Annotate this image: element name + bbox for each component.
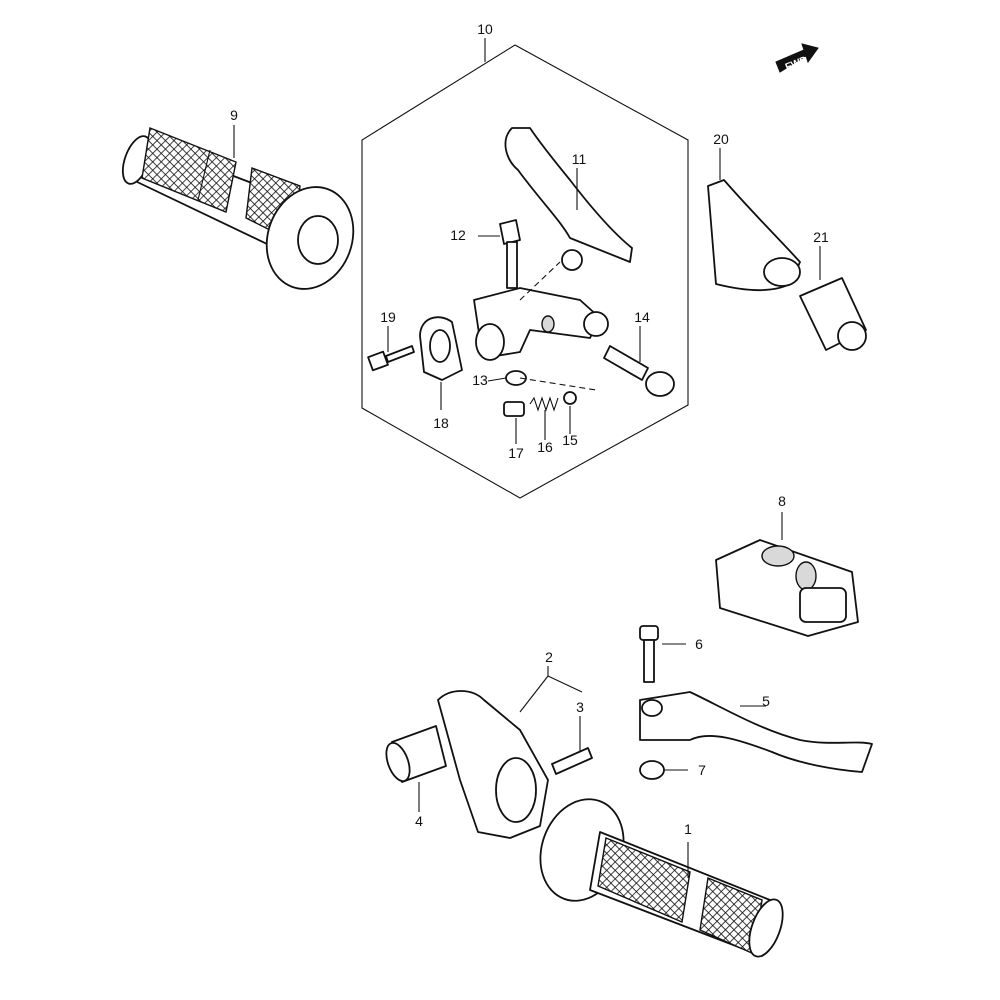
throttle-cover-icon [715, 539, 859, 637]
part-label-5: 5 [762, 693, 770, 709]
clutch-lever-icon [504, 127, 633, 271]
part-label-7: 7 [698, 762, 706, 778]
right-grip-icon [539, 798, 784, 958]
part-label-8: 8 [778, 493, 786, 509]
clamp-icon [419, 316, 463, 381]
pivot-bolt-icon [639, 625, 659, 683]
brake-lever-icon [639, 691, 873, 773]
part-label-1: 1 [684, 821, 692, 837]
screw-icon [551, 747, 593, 775]
leader-lines [233, 125, 821, 878]
part-label-12: 12 [450, 227, 466, 243]
throttle-tube-icon [385, 725, 447, 783]
bolt-icon [367, 345, 415, 372]
part-label-10: 10 [477, 21, 493, 37]
fwd-arrow-icon: FWD [775, 43, 819, 73]
part-label-4: 4 [415, 813, 423, 829]
part-label-6: 6 [695, 636, 703, 652]
spring-icon [529, 396, 559, 412]
part-label-16: 16 [537, 439, 553, 455]
screw-icon [503, 401, 525, 417]
adjuster-icon [603, 345, 675, 397]
throttle-housing-icon [437, 690, 549, 839]
ball-icon [563, 391, 577, 405]
nut-icon [639, 760, 665, 780]
part-label-3: 3 [576, 699, 584, 715]
part-label-13: 13 [472, 372, 488, 388]
part-label-14: 14 [634, 309, 650, 325]
part-label-21: 21 [813, 229, 829, 245]
part-labels: 10 9 11 20 12 21 19 14 13 18 15 16 17 8 … [230, 21, 829, 837]
cable-adjuster-icon [799, 277, 867, 351]
part-label-9: 9 [230, 107, 238, 123]
lever-cover-icon [707, 179, 801, 291]
left-grip-icon [121, 127, 355, 290]
part-label-11: 11 [572, 151, 587, 167]
assembly-boundary [361, 44, 689, 499]
part-label-18: 18 [433, 415, 449, 431]
part-label-20: 20 [713, 131, 729, 147]
lever-bracket-icon [473, 287, 609, 361]
part-label-19: 19 [380, 309, 396, 325]
part-label-15: 15 [562, 432, 578, 448]
pivot-bolt-icon [499, 219, 521, 289]
part-label-2: 2 [545, 649, 553, 665]
part-label-17: 17 [508, 445, 524, 461]
